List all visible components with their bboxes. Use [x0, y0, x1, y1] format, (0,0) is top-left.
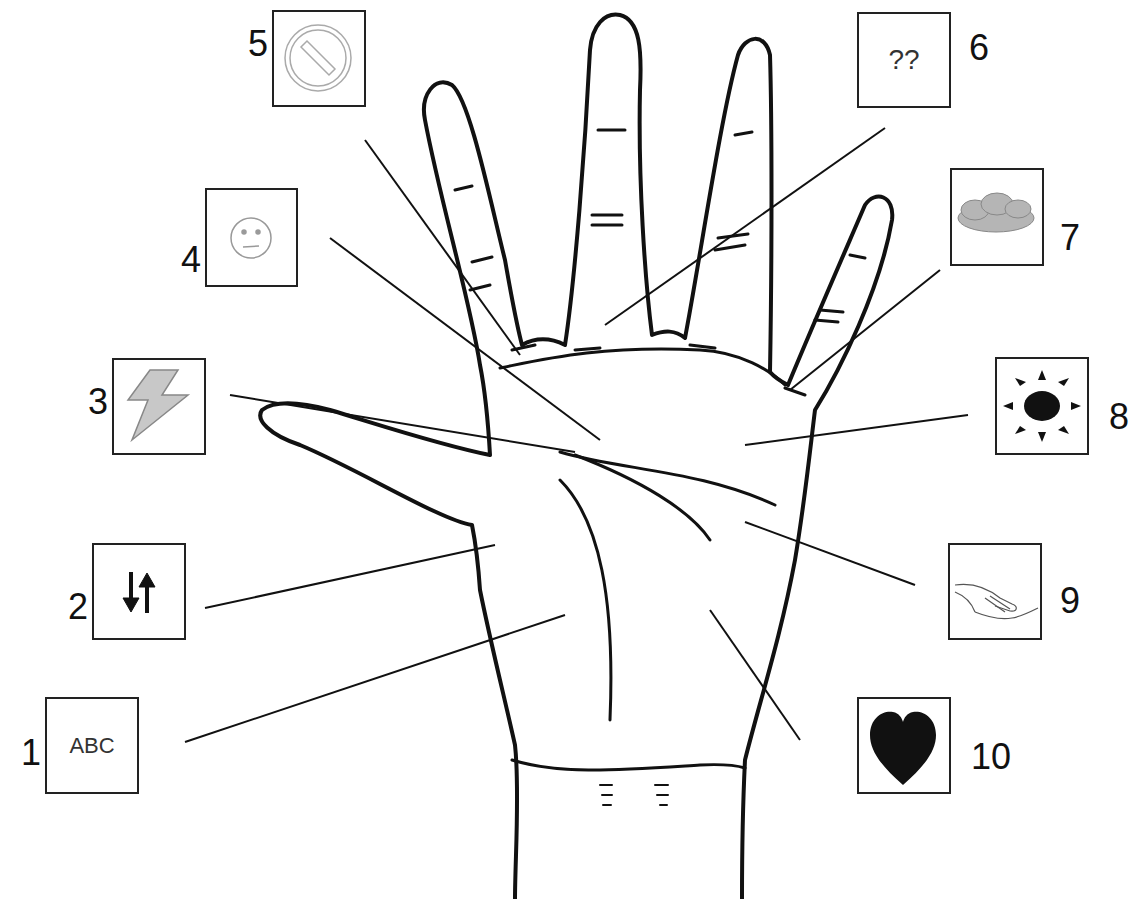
icon-box: 10 — [857, 697, 951, 794]
icon-box: 4 — [205, 188, 298, 287]
palm-line — [560, 452, 775, 505]
no-entry-icon — [285, 25, 351, 91]
callout-number: 6 — [969, 30, 989, 66]
palm-line — [560, 480, 611, 720]
leader-line — [790, 270, 940, 390]
leader-line — [710, 610, 800, 740]
hand-outline — [260, 15, 892, 899]
callout-number: 9 — [1060, 583, 1080, 619]
icon-box: 1ABC — [45, 697, 139, 794]
icon-box: 9 — [948, 543, 1042, 640]
heart-icon — [870, 712, 936, 785]
arrows-icon — [123, 572, 155, 613]
finger-crease — [512, 345, 805, 395]
callout-number: 8 — [1109, 399, 1129, 435]
sun-icon — [1003, 370, 1081, 442]
leader-line — [745, 415, 968, 445]
callout-number: 1 — [21, 735, 41, 771]
finger-crease — [455, 186, 492, 290]
icon-box: 2 — [92, 543, 186, 640]
leader-line — [205, 545, 495, 608]
leader-line — [365, 140, 520, 355]
finger-crease — [815, 255, 865, 322]
leader-line — [745, 522, 915, 585]
wrist-crease — [512, 760, 745, 770]
icon-box: 8 — [995, 357, 1089, 455]
leader-line — [330, 238, 600, 440]
finger-crease — [715, 132, 752, 250]
callout-number: 4 — [181, 242, 201, 278]
cloud-icon — [958, 193, 1034, 232]
callout-number: 5 — [248, 26, 268, 62]
lightning-icon — [128, 370, 188, 440]
box-text: ABC — [47, 699, 137, 792]
icon-box: 5 — [272, 10, 366, 107]
callout-number: 2 — [68, 589, 88, 625]
icon-box: ??6 — [857, 12, 951, 108]
callout-number: 10 — [971, 739, 1011, 775]
palm-line — [575, 455, 710, 540]
icon-box: 3 — [112, 358, 206, 455]
finger-crease — [592, 130, 625, 225]
wrist-mark — [600, 785, 668, 805]
leader-line — [605, 128, 885, 325]
box-text: ?? — [859, 14, 949, 106]
callout-number: 7 — [1060, 220, 1080, 256]
leader-line — [185, 615, 565, 742]
handshake-icon — [955, 584, 1038, 618]
face-icon — [231, 218, 271, 258]
callout-number: 3 — [88, 384, 108, 420]
leader-line — [230, 395, 575, 452]
palm-line — [500, 349, 785, 385]
icon-box: 7 — [950, 168, 1044, 266]
